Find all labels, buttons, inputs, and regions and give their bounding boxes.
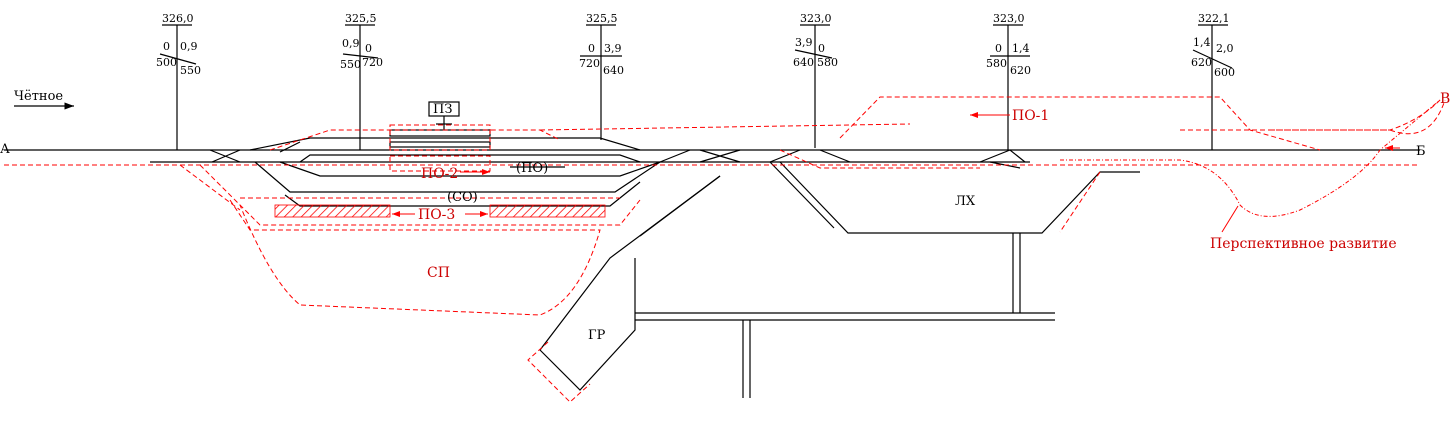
- profile-grade-left: 3,9: [795, 36, 813, 49]
- profile-length-right: 620: [1010, 64, 1031, 77]
- perspective-label: Перспективное развитие: [1210, 236, 1397, 252]
- po3-label: ПО-3: [418, 207, 455, 223]
- profile-elevation: 326,0: [162, 12, 194, 25]
- profile-grade-right: 3,9: [604, 42, 622, 55]
- po-label: (ПО): [516, 161, 548, 176]
- profile-grade-left: 0: [588, 42, 595, 55]
- profile-length-right: 600: [1214, 66, 1235, 79]
- profile-grade-right: 0: [365, 42, 372, 55]
- perspective-leader-line: [1221, 205, 1239, 233]
- end-a-label: А: [0, 142, 10, 157]
- end-v-label: В: [1440, 91, 1450, 107]
- profile-elevation: 323,0: [993, 12, 1025, 25]
- profile-length-left: 640: [793, 56, 814, 69]
- lh-label: ЛХ: [955, 194, 976, 209]
- gr-label: ГР: [588, 328, 606, 343]
- profile-length-left: 620: [1191, 56, 1212, 69]
- profile-grade-left: 1,4: [1193, 36, 1211, 49]
- sp-label: СП: [427, 265, 450, 281]
- profile-grade-right: 2,0: [1216, 42, 1234, 55]
- profile-grade-left: 0,9: [342, 37, 360, 50]
- pz-label: ПЗ: [433, 102, 452, 117]
- profile-marker-1: 326,0 0 0,9 500 550: [156, 12, 201, 150]
- profile-marker-3: 325,5 0 3,9 720 640: [579, 12, 624, 140]
- po1-label: ПО-1: [1012, 108, 1049, 124]
- profile-length-right: 550: [180, 64, 201, 77]
- po2-label: ПО-2: [421, 166, 458, 182]
- profile-grade-left: 0: [163, 40, 170, 53]
- profile-grade-right: 0: [818, 42, 825, 55]
- profile-elevation: 322,1: [1198, 12, 1230, 25]
- profile-length-left: 500: [156, 56, 177, 69]
- direction-label: Чётное: [14, 89, 63, 104]
- profile-grade-right: 0,9: [180, 40, 198, 53]
- profile-length-left: 550: [340, 58, 361, 71]
- profile-marker-2: 325,5 0,9 0 550 720: [340, 12, 383, 150]
- profile-marker-5: 323,0 0 1,4 580 620: [986, 12, 1031, 150]
- existing-tracks: [4, 101, 1420, 398]
- profile-elevation: 323,0: [800, 12, 832, 25]
- profile-elevation: 325,5: [586, 12, 618, 25]
- profile-grade-right: 1,4: [1012, 42, 1030, 55]
- profile-length-right: 720: [362, 56, 383, 69]
- profile-grade-left: 0: [995, 42, 1002, 55]
- profile-marker-6: 322,1 1,4 2,0 620 600: [1191, 12, 1235, 150]
- so-label: (СО): [447, 190, 478, 205]
- projected-tracks: [4, 96, 1446, 403]
- profile-marker-4: 323,0 3,9 0 640 580: [793, 12, 838, 148]
- profile-length-left: 580: [986, 57, 1007, 70]
- end-b-label: Б: [1416, 144, 1426, 159]
- profile-elevation: 325,5: [345, 12, 377, 25]
- profile-length-right: 580: [817, 56, 838, 69]
- profile-length-right: 640: [603, 64, 624, 77]
- profile-length-left: 720: [579, 57, 600, 70]
